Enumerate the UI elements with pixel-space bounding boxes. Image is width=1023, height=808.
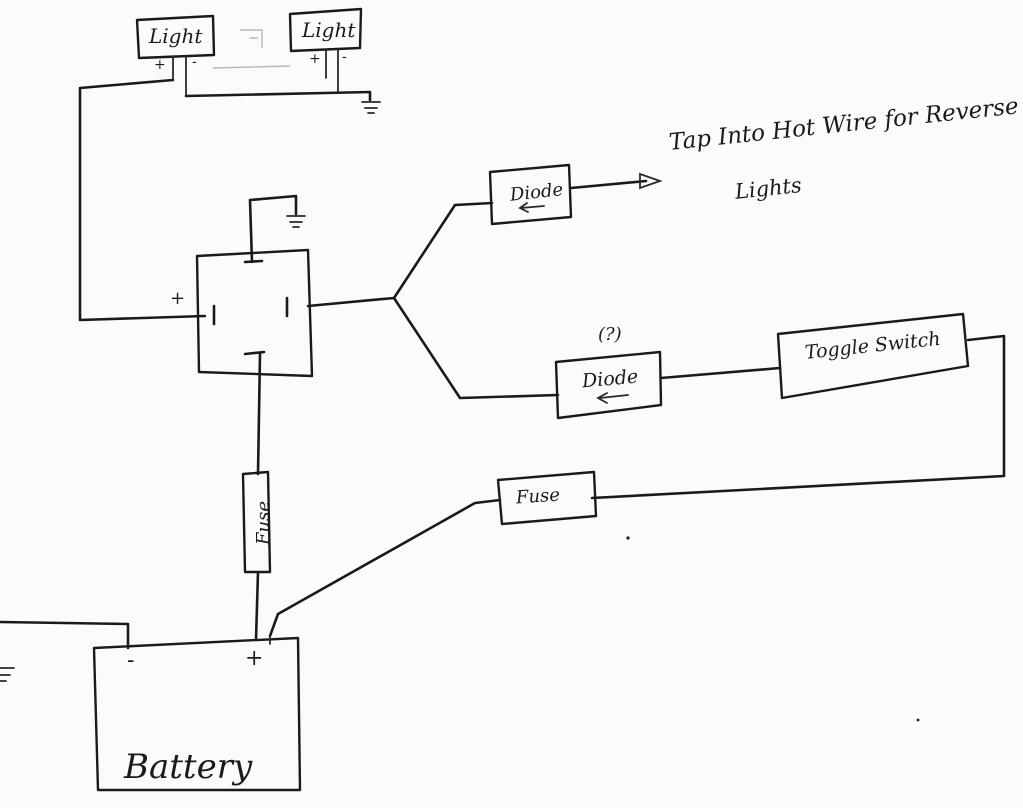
diode-top-arrow	[518, 202, 545, 213]
battery-minus-label: -	[127, 648, 135, 673]
fuse-horizontal-box	[496, 470, 598, 526]
light-left-terminals	[172, 55, 187, 97]
diode-bottom-box	[554, 350, 663, 420]
relay-output-wire	[306, 296, 396, 308]
light-left-label: Light	[149, 24, 203, 48]
switch-return-wire	[590, 334, 1006, 500]
fuse-vertical-label: Fuse	[253, 501, 274, 545]
tap-wire	[569, 179, 648, 190]
toggle-switch-box	[776, 312, 970, 400]
relay-ground-symbol	[286, 215, 306, 228]
light-right-label: Light	[302, 18, 356, 42]
relay-to-fuse-wire	[256, 352, 262, 476]
battery-box	[92, 636, 302, 792]
pencil-smudge	[212, 29, 291, 69]
battery-negative-terminal	[0, 620, 130, 650]
light-left-minus: -	[192, 54, 197, 70]
light-ground-wire	[184, 90, 372, 102]
light-left-plus: +	[154, 57, 166, 73]
battery-ground-symbol	[0, 667, 15, 682]
diode-to-switch-wire	[659, 366, 782, 380]
light-right-box	[288, 7, 363, 53]
branch-upper-wire	[392, 201, 494, 300]
battery-plus-label: +	[245, 646, 264, 671]
light-ground-symbol	[361, 101, 381, 114]
diode-bottom-note: (?)	[598, 324, 622, 345]
tap-arrow	[639, 172, 663, 190]
pencil-dot	[626, 536, 630, 540]
fuse-horizontal-label: Fuse	[515, 484, 561, 509]
light-right-minus: -	[342, 49, 347, 65]
light-positive-wire	[78, 78, 207, 322]
relay-ground-wire	[248, 194, 298, 264]
relay-plus-label: +	[170, 288, 186, 309]
battery-label: Battery	[124, 747, 253, 787]
diode-bottom-arrow	[596, 392, 629, 404]
light-right-terminals	[325, 49, 339, 93]
fuse-vertical-box	[241, 470, 272, 574]
relay-pin-bottom	[243, 350, 266, 356]
diode-top-box	[488, 163, 573, 226]
light-right-plus: +	[309, 51, 321, 67]
relay-pin-top	[243, 259, 264, 264]
diode-bottom-label: Diode	[581, 365, 639, 393]
light-left-box	[135, 14, 216, 60]
fuse-to-battery-positive-wire	[254, 570, 260, 642]
fuse-to-battery-wire	[268, 498, 502, 638]
relay-box	[195, 248, 314, 378]
pencil-dot	[916, 718, 920, 722]
branch-lower-wire	[392, 296, 560, 400]
